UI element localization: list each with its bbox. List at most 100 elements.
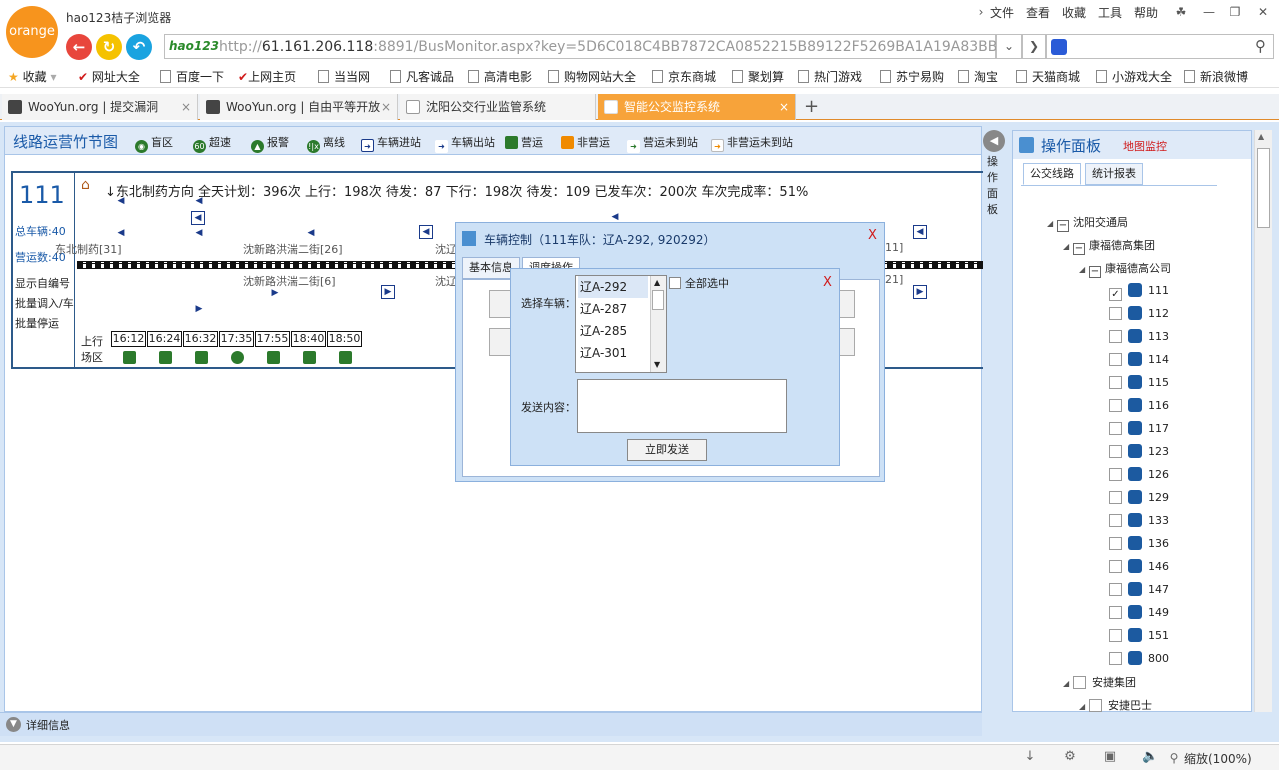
expand-icon[interactable]: ◢ bbox=[1047, 219, 1054, 228]
bus-in-icon[interactable]: ▶ bbox=[913, 285, 927, 299]
collapse-box-icon[interactable]: − bbox=[1073, 243, 1085, 255]
bus-icon[interactable] bbox=[267, 351, 280, 364]
bus-arrow-icon[interactable]: ▶ bbox=[195, 304, 203, 314]
bus-icon[interactable] bbox=[195, 351, 208, 364]
bus-icon[interactable] bbox=[123, 351, 136, 364]
detail-bar[interactable]: ▼ 详细信息 bbox=[0, 712, 982, 736]
checkbox-icon[interactable] bbox=[1109, 652, 1122, 665]
bookmark-7[interactable]: 购物网站大全 bbox=[548, 68, 636, 85]
tree-node-group[interactable]: ◢−康福德高集团 bbox=[1063, 239, 1155, 255]
route-item[interactable]: 129 bbox=[1109, 490, 1169, 504]
tab-smart-bus-monitor[interactable]: 智能公交监控系统× bbox=[598, 94, 796, 120]
download-icon[interactable]: ↓ bbox=[1024, 749, 1036, 764]
detail-label[interactable]: 详细信息 bbox=[26, 719, 70, 732]
bus-arrow-icon[interactable]: ◀ bbox=[307, 228, 315, 238]
send-now-button[interactable]: 立即发送 bbox=[627, 439, 707, 461]
window-icon[interactable]: ▣ bbox=[1103, 749, 1117, 764]
scroll-down-icon[interactable]: ▼ bbox=[654, 360, 661, 369]
address-dropdown-icon[interactable]: ⌄ bbox=[996, 34, 1022, 59]
checkbox-icon[interactable] bbox=[1109, 399, 1122, 412]
checkbox-icon[interactable] bbox=[1109, 307, 1122, 320]
collapse-panel-icon[interactable]: ◀ bbox=[983, 130, 1005, 152]
search-input[interactable]: ⚲ bbox=[1046, 34, 1274, 59]
vehicle-listbox[interactable]: 辽A-292 辽A-287 辽A-285 辽A-301 ▲ ▼ bbox=[575, 275, 667, 373]
bookmark-10[interactable]: 热门游戏 bbox=[798, 68, 862, 85]
bus-arrow-icon[interactable]: ◀ bbox=[195, 228, 203, 238]
route-item[interactable]: 112 bbox=[1109, 306, 1169, 320]
batch-dispatch-link[interactable]: 批量调入/车 bbox=[15, 297, 74, 310]
batch-stop-link[interactable]: 批量停运 bbox=[15, 317, 59, 330]
bookmark-favorites[interactable]: ★ 收藏 ▾ bbox=[8, 70, 57, 84]
checkbox-icon[interactable] bbox=[1109, 583, 1122, 596]
search-icon[interactable]: ⚲ bbox=[1255, 37, 1266, 55]
refresh-icon[interactable]: ↻ bbox=[96, 34, 122, 60]
bus-in-icon[interactable]: ◀ bbox=[191, 211, 205, 225]
address-bar[interactable]: hao123 http://61.161.206.118:8891/BusMon… bbox=[164, 34, 1015, 59]
checkbox-icon[interactable] bbox=[1109, 491, 1122, 504]
close-tab-icon[interactable]: × bbox=[180, 100, 191, 114]
show-self-number-link[interactable]: 显示自编号 bbox=[15, 277, 70, 290]
collapse-box-icon[interactable]: − bbox=[1057, 220, 1069, 232]
tab-basic-info[interactable]: 基本信息 bbox=[462, 257, 520, 279]
menu-favorites[interactable]: 收藏 bbox=[1062, 6, 1087, 20]
departure-time[interactable]: 16:24 bbox=[147, 331, 182, 347]
tree-node-root[interactable]: ◢−沈阳交通局 bbox=[1047, 216, 1128, 232]
route-item[interactable]: 126 bbox=[1109, 467, 1169, 481]
bus-icon[interactable] bbox=[303, 351, 316, 364]
tree-node-company[interactable]: ◢−康福德高公司 bbox=[1079, 262, 1171, 278]
bookmark-12[interactable]: 淘宝 bbox=[958, 68, 998, 85]
operation-panel-toggle[interactable]: 操 作 面 板 bbox=[987, 155, 998, 216]
expand-icon[interactable]: ◢ bbox=[1079, 702, 1086, 711]
route-item[interactable]: 113 bbox=[1109, 329, 1169, 343]
bookmark-8[interactable]: 京东商城 bbox=[652, 68, 716, 85]
scrollbar-thumb[interactable] bbox=[1257, 148, 1270, 228]
tab-wooyun-submit[interactable]: WooYun.org | 提交漏洞× bbox=[2, 94, 198, 120]
bus-arrow-icon[interactable]: ◀ bbox=[117, 228, 125, 238]
tab-statistics[interactable]: 统计报表 bbox=[1085, 163, 1143, 185]
bookmark-2[interactable]: 百度一下 bbox=[160, 68, 224, 85]
zoom-level[interactable]: 缩放(100%) bbox=[1184, 752, 1252, 766]
checkbox-icon[interactable] bbox=[669, 277, 681, 289]
checkbox-icon[interactable] bbox=[1109, 514, 1122, 527]
checkbox-checked-icon[interactable]: ✓ bbox=[1109, 288, 1122, 301]
departure-time[interactable]: 17:55 bbox=[255, 331, 290, 347]
bus-in-icon[interactable]: ▶ bbox=[381, 285, 395, 299]
vehicle-option[interactable]: 辽A-285 bbox=[580, 324, 628, 338]
bookmark-9[interactable]: 聚划算 bbox=[732, 68, 784, 85]
route-item[interactable]: 149 bbox=[1109, 605, 1169, 619]
bus-icon[interactable] bbox=[159, 351, 172, 364]
menu-help[interactable]: 帮助 bbox=[1134, 6, 1159, 20]
close-icon[interactable]: X bbox=[823, 275, 832, 290]
vehicle-option[interactable]: 辽A-287 bbox=[580, 302, 628, 316]
departure-time[interactable]: 18:50 bbox=[327, 331, 362, 347]
bus-arrow-icon[interactable]: ▶ bbox=[271, 288, 279, 298]
bookmark-5[interactable]: 凡客诚品 bbox=[390, 68, 454, 85]
route-item[interactable]: 116 bbox=[1109, 398, 1169, 412]
vehicle-option[interactable]: 辽A-292 bbox=[578, 276, 648, 298]
checkbox-icon[interactable] bbox=[1073, 676, 1086, 689]
expand-icon[interactable]: ◢ bbox=[1063, 679, 1070, 688]
expand-icon[interactable]: ◢ bbox=[1079, 265, 1086, 274]
tree-node-group[interactable]: ◢安捷集团 bbox=[1063, 676, 1136, 689]
back-icon[interactable]: ← bbox=[66, 34, 92, 60]
bus-arrow-icon[interactable]: ◀ bbox=[195, 196, 203, 206]
home-icon[interactable]: ↶ bbox=[126, 34, 152, 60]
scroll-up-icon[interactable]: ▲ bbox=[654, 278, 661, 287]
route-item[interactable]: 136 bbox=[1109, 536, 1169, 550]
checkbox-icon[interactable] bbox=[1109, 606, 1122, 619]
new-tab-button[interactable]: + bbox=[804, 96, 820, 117]
close-tab-icon[interactable]: × bbox=[778, 100, 789, 114]
scroll-up-icon[interactable]: ▲ bbox=[1258, 132, 1265, 141]
close-icon[interactable]: X bbox=[868, 228, 877, 243]
select-all-checkbox[interactable]: 全部选中 bbox=[669, 275, 729, 291]
route-item[interactable]: 115 bbox=[1109, 375, 1169, 389]
bookmark-3[interactable]: ✔上网主页 bbox=[238, 70, 297, 84]
route-item[interactable]: 133 bbox=[1109, 513, 1169, 527]
close-tab-icon[interactable]: × bbox=[380, 100, 391, 114]
zoom-icon[interactable]: ⚲ bbox=[1169, 751, 1179, 765]
listbox-scrollbar[interactable]: ▲ ▼ bbox=[650, 276, 666, 372]
chevron-down-icon[interactable]: ▼ bbox=[6, 717, 21, 732]
departure-time[interactable]: 18:40 bbox=[291, 331, 326, 347]
menu-view[interactable]: 查看 bbox=[1026, 6, 1051, 20]
checkbox-icon[interactable] bbox=[1109, 353, 1122, 366]
